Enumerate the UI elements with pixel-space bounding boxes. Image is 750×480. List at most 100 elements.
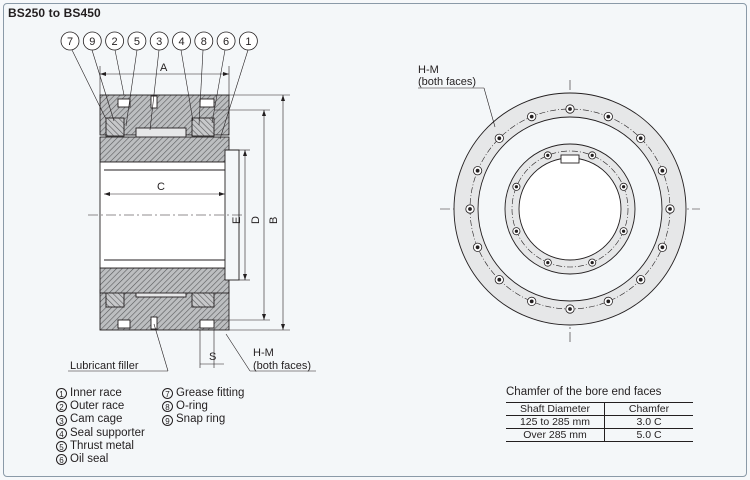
legend-number: 5	[56, 440, 67, 452]
legend-number: 7	[162, 388, 173, 400]
legend-label: O-ring	[176, 400, 208, 413]
callout-number: 1	[245, 36, 251, 48]
hm-sublabel-left: (both faces)	[253, 360, 311, 372]
bolt-hole-center	[638, 277, 643, 282]
inner-bolt-holes	[512, 151, 628, 267]
dimension-lines	[99, 66, 290, 368]
callout-number: 5	[134, 36, 140, 48]
table-cell: 5.0 C	[604, 428, 693, 442]
bolt-hole-center	[475, 168, 480, 173]
chamfer-table-block: Chamfer of the bore end faces Shaft Diam…	[506, 386, 693, 442]
legend-number: 8	[162, 401, 173, 413]
legend-label: Seal supporter	[70, 426, 145, 439]
inner-bolt-circle	[511, 150, 629, 268]
bolt-hole-center	[606, 114, 611, 119]
bolt-hole-center	[514, 185, 519, 189]
dimension-c: C	[157, 181, 165, 193]
bolt-hole-center	[668, 207, 672, 211]
hm-label-right: H-M	[418, 64, 439, 76]
dimension-e: E	[231, 217, 243, 224]
chamfer-table: Shaft Diameter Chamfer 125 to 285 mm 3.0…	[506, 402, 693, 442]
table-cell: 3.0 C	[604, 415, 693, 429]
legend-number: 9	[162, 414, 173, 426]
dimension-d: D	[250, 216, 262, 224]
bolt-hole-center	[568, 307, 572, 311]
callout-number: 4	[178, 36, 184, 48]
bolt-hole-center	[514, 229, 519, 233]
table-row: 125 to 285 mm 3.0 C	[506, 415, 693, 429]
legend-label: Inner race	[70, 387, 122, 399]
bolt-hole-center	[638, 136, 643, 141]
callout-circle	[194, 31, 214, 51]
callout-circle	[105, 31, 124, 51]
hm-label-left: H-M	[253, 347, 274, 359]
bolt-hole-center	[497, 277, 502, 282]
callout-number: 9	[89, 36, 95, 48]
chamfer-header-chamfer: Chamfer	[604, 402, 693, 416]
legend-item	[162, 440, 282, 453]
chamfer-header-shaft: Shaft Diameter	[506, 402, 605, 416]
hm-leader-right	[418, 87, 496, 128]
bolt-hole-center	[546, 260, 550, 265]
bolt-hole-center	[606, 299, 611, 304]
bolt-hole-center	[475, 245, 480, 250]
callout-circle	[60, 31, 80, 51]
bolt-hole-center	[529, 114, 534, 119]
callout-number: 6	[223, 36, 229, 48]
legend-item	[162, 453, 282, 466]
chamfer-title: Chamfer of the bore end faces	[506, 386, 662, 398]
keyway	[560, 154, 580, 164]
bolt-hole-center	[590, 153, 594, 158]
legend-label: Outer race	[70, 400, 125, 413]
outer-bolt-holes	[465, 104, 675, 314]
dimension-s: S	[209, 351, 216, 363]
table-row: Over 285 mm 5.0 C	[506, 428, 693, 442]
table-cell: Over 285 mm	[506, 428, 605, 442]
hm-sublabel-right: (both faces)	[418, 76, 476, 88]
bore-circle	[518, 157, 622, 261]
callout-number: 3	[156, 36, 162, 48]
bolt-hole-center	[546, 153, 550, 158]
bolt-hole-center	[529, 299, 534, 304]
callout-circle	[216, 31, 236, 51]
legend-label: Thrust metal	[70, 439, 134, 452]
bolt-hole-center	[621, 185, 626, 189]
legend-number: 6	[56, 454, 67, 466]
grease-fitting-top	[117, 98, 131, 108]
legend-label: Snap ring	[176, 413, 226, 426]
table-cell: 125 to 285 mm	[506, 415, 605, 429]
callout-circle	[149, 31, 169, 51]
legend-number: 4	[56, 427, 67, 439]
dimension-a: A	[160, 62, 168, 74]
legend-label: Cam cage	[70, 413, 123, 426]
callout-circle	[238, 31, 258, 51]
legend-number: 1	[56, 388, 67, 400]
legend-label: Oil seal	[70, 453, 109, 466]
legend-item	[162, 427, 282, 440]
lubricant-filler-label: Lubricant filler	[70, 360, 139, 372]
legend-label: Grease fitting	[176, 387, 245, 399]
legend-number: 3	[56, 414, 67, 426]
callout-number: 2	[112, 36, 118, 48]
bolt-hole-center	[568, 107, 572, 111]
callout-number: 8	[201, 36, 207, 48]
bolt-hole-center	[497, 136, 502, 141]
figure-title: BS250 to BS450	[8, 6, 101, 20]
bolt-hole-center	[660, 245, 665, 250]
inner-race-top	[99, 136, 230, 163]
sectional-view	[99, 94, 240, 331]
lubricant-leader	[68, 323, 169, 372]
inner-race-bottom	[99, 267, 230, 294]
dimension-arrows	[100, 72, 285, 330]
callout-circle	[172, 31, 191, 51]
